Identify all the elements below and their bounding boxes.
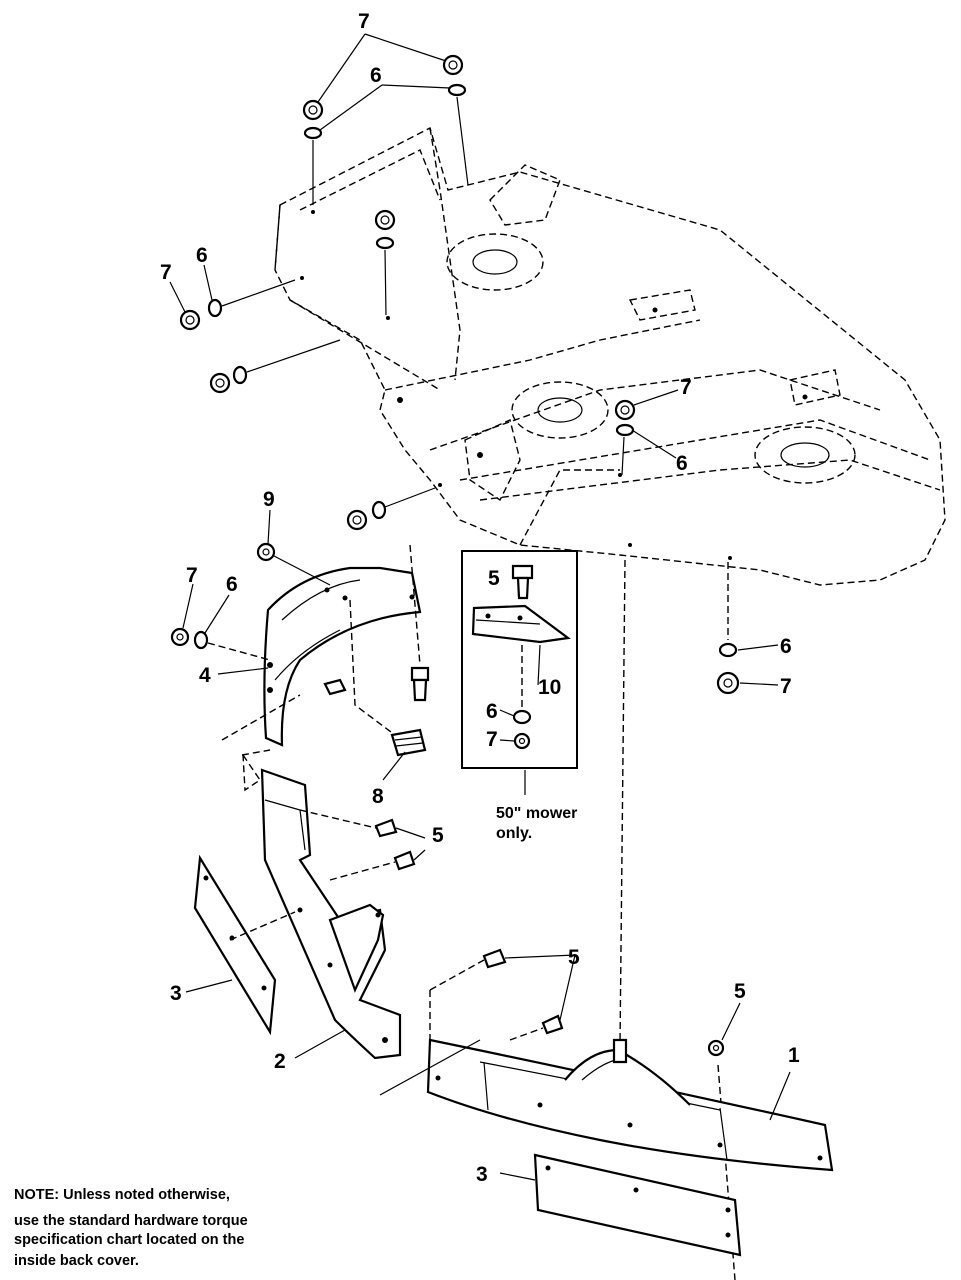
plate-left <box>193 854 296 1036</box>
inset-label-line2: only. <box>496 825 532 842</box>
callout-7-right: 7 <box>780 675 792 698</box>
callout-6-inset: 6 <box>486 700 498 723</box>
torque-note: NOTE: Unless noted otherwise, use the st… <box>14 1187 248 1269</box>
callout-10: 10 <box>538 676 561 699</box>
callout-5-inset: 5 <box>488 567 500 590</box>
callout-4: 4 <box>199 664 211 687</box>
callout-7-left: 7 <box>160 261 172 284</box>
deck-hardware <box>179 54 740 1280</box>
discharge-chute-assembly <box>170 542 430 757</box>
inset-label: 50" mower only. <box>496 805 577 842</box>
inset-50in-mower <box>461 550 578 795</box>
callout-5-bracket: 5 <box>432 824 444 847</box>
callout-5-right: 5 <box>734 980 746 1003</box>
callout-3-left: 3 <box>170 982 182 1005</box>
callout-7-inset: 7 <box>486 728 498 751</box>
inset-label-line1: 50" mower <box>496 805 577 822</box>
callout-7-chute: 7 <box>186 564 198 587</box>
plate-right <box>533 1153 742 1257</box>
callout-6-left: 6 <box>196 244 208 267</box>
leader-lines <box>169 33 791 1181</box>
callout-labels: 7 6 7 6 7 6 9 7 6 4 8 5 10 6 7 6 7 5 3 2… <box>160 10 800 1186</box>
callout-6-top: 6 <box>370 64 382 87</box>
callout-6-chute: 6 <box>226 573 238 596</box>
callout-8: 8 <box>372 785 384 808</box>
deflector-bracket <box>242 754 426 1060</box>
note-line-1: NOTE: Unless noted otherwise, <box>14 1187 230 1203</box>
callout-7-deck: 7 <box>680 376 692 399</box>
callout-1: 1 <box>788 1044 800 1067</box>
note-line-2: use the standard hardware torque <box>14 1213 248 1229</box>
callout-6-right: 6 <box>780 635 792 658</box>
callout-9: 9 <box>263 488 275 511</box>
callout-3-bottom: 3 <box>476 1163 488 1186</box>
callout-5-deflector: 5 <box>568 946 580 969</box>
mower-deck <box>274 126 946 586</box>
callout-6-deck: 6 <box>676 452 688 475</box>
deflector-shield <box>426 948 834 1172</box>
callout-7-top: 7 <box>358 10 370 33</box>
callout-2: 2 <box>274 1050 286 1073</box>
note-line-3: specification chart located on the <box>14 1232 244 1248</box>
note-line-4: inside back cover. <box>14 1253 139 1269</box>
